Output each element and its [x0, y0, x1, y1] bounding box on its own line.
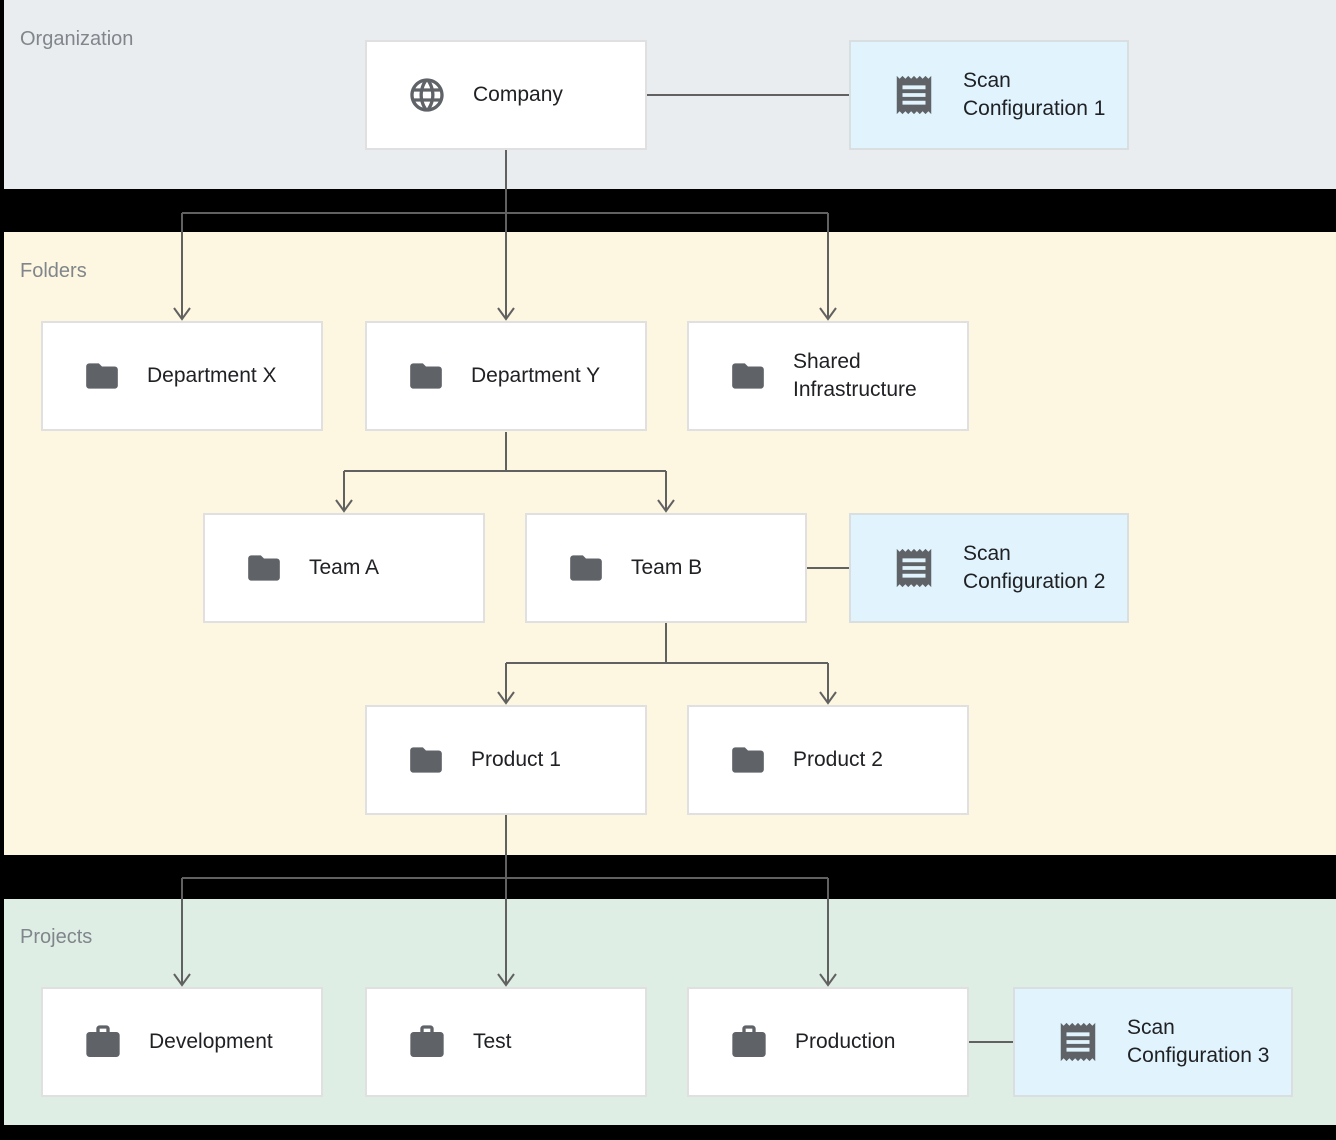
- node-label: Production: [795, 1029, 896, 1053]
- folder-icon: [248, 555, 280, 581]
- receipt-icon: [1060, 1022, 1096, 1062]
- node-team-a: Team A: [203, 513, 485, 623]
- node-production: Production: [687, 987, 969, 1097]
- briefcase-icon: [86, 1025, 120, 1057]
- node-label: Development: [149, 1029, 273, 1053]
- folder-icon: [732, 363, 764, 389]
- node-label: Scan Configuration 1: [963, 68, 1106, 120]
- node-label: Product 1: [471, 747, 561, 771]
- node-test: Test: [365, 987, 647, 1097]
- node-scan-configuration-1: Scan Configuration 1: [849, 40, 1129, 150]
- node-development: Development: [41, 987, 323, 1097]
- node-shared-infrastructure: Shared Infrastructure: [687, 321, 969, 431]
- folder-icon: [410, 363, 442, 389]
- globe-icon: [410, 78, 444, 112]
- folder-icon: [410, 747, 442, 773]
- node-label: Test: [473, 1029, 512, 1053]
- node-label: Team A: [309, 555, 380, 579]
- node-label: Team B: [631, 555, 703, 579]
- node-product-1: Product 1: [365, 705, 647, 815]
- node-company: Company: [365, 40, 647, 150]
- folder-icon: [732, 747, 764, 773]
- node-label: Shared Infrastructure: [793, 349, 917, 401]
- node-department-x: Department X: [41, 321, 323, 431]
- node-label: Product 2: [793, 747, 883, 771]
- node-scan-configuration-3: Scan Configuration 3: [1013, 987, 1293, 1097]
- node-label: Company: [473, 82, 563, 106]
- briefcase-icon: [410, 1025, 444, 1057]
- node-label: Scan Configuration 3: [1127, 1015, 1270, 1067]
- receipt-icon: [896, 75, 932, 115]
- projects-band-label: Projects: [20, 926, 93, 948]
- folder-icon: [86, 363, 118, 389]
- node-label: Department Y: [471, 363, 601, 387]
- node-scan-configuration-2: Scan Configuration 2: [849, 513, 1129, 623]
- node-label: Department X: [147, 363, 277, 387]
- organization-band: [4, 0, 1336, 189]
- node-label: Scan Configuration 2: [963, 541, 1106, 593]
- folders-band-label: Folders: [20, 260, 87, 282]
- folder-icon: [570, 555, 602, 581]
- node-team-b: Team B: [525, 513, 807, 623]
- node-department-y: Department Y: [365, 321, 647, 431]
- node-product-2: Product 2: [687, 705, 969, 815]
- briefcase-icon: [732, 1025, 766, 1057]
- receipt-icon: [896, 548, 932, 588]
- organization-band-label: Organization: [20, 28, 134, 50]
